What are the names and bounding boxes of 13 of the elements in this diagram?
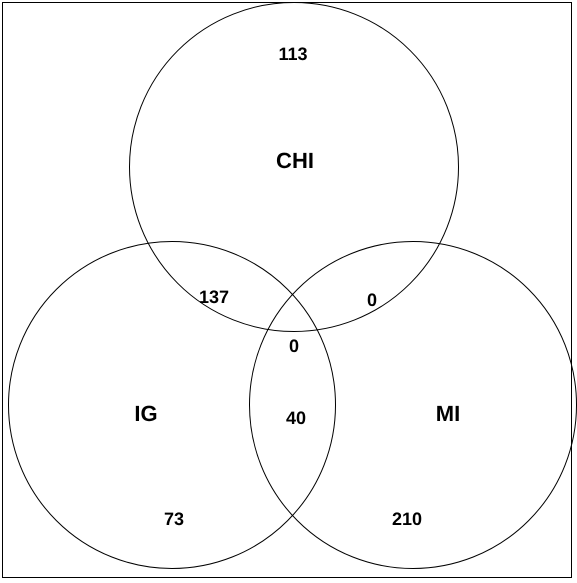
set-circle — [8, 241, 336, 569]
set-circle — [129, 2, 459, 332]
set-circle — [249, 241, 577, 569]
region-count: 0 — [289, 337, 299, 355]
set-label: MI — [436, 401, 460, 427]
region-count: 137 — [198, 288, 230, 306]
set-label: CHI — [276, 148, 314, 174]
region-count: 113 — [278, 45, 308, 63]
region-count: 73 — [164, 510, 184, 528]
region-count: 0 — [367, 291, 377, 309]
region-count: 210 — [392, 510, 422, 528]
set-label: IG — [134, 401, 158, 427]
region-count: 40 — [286, 409, 306, 427]
